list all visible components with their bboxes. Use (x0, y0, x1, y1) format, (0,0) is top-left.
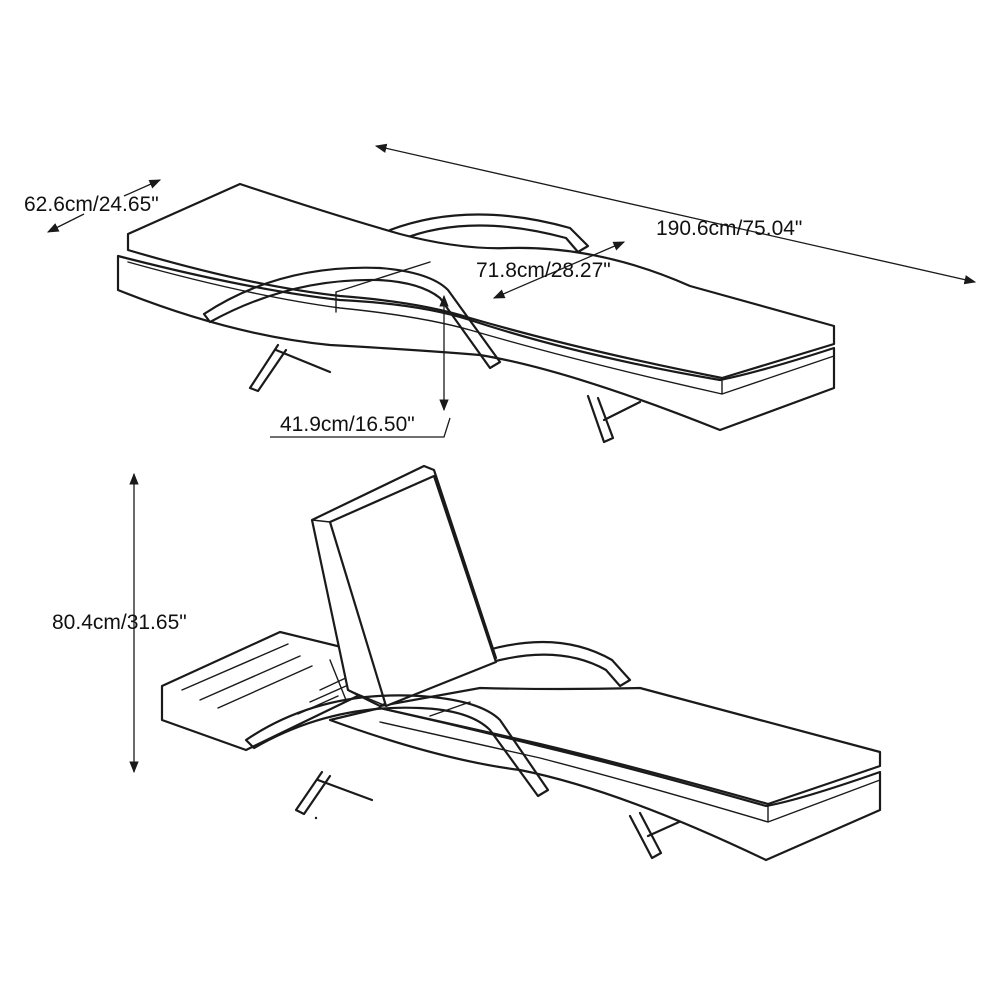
reclined-lounger (160, 464, 882, 862)
length-dimension-label: 190.6cm/75.04" (656, 217, 803, 240)
flat-lounger-near-armrest (202, 266, 502, 370)
flat-lounger-rear-leg (248, 343, 332, 393)
flat-lounger-frame (116, 254, 836, 432)
width-dimension-line (46, 213, 85, 233)
stray-dot (314, 816, 318, 820)
width-dimension-label: 62.6cm/24.65" (24, 193, 159, 216)
reclined-lounger-seat-cushion (378, 686, 882, 806)
width-dimension-line-upper (123, 179, 162, 197)
reclined-lounger-frame (328, 706, 882, 862)
reclined-lounger-back-cushion-front (328, 474, 498, 708)
flat-lounger-front-leg (586, 394, 642, 444)
armrest-gap-dimension-line (492, 241, 626, 299)
reclined-lounger-rear-leg (294, 770, 374, 816)
armrest-gap-dimension-label: 71.8cm/28.27" (476, 259, 611, 282)
reclined-lounger-near-armrest (244, 694, 550, 798)
reclined-lounger-seat-piping (379, 701, 881, 823)
length-dimension-line (374, 143, 977, 285)
reclined-lounger-back-slats (181, 643, 351, 715)
back-height-dimension-label: 80.4cm/31.65" (52, 611, 187, 634)
armrest-height-baseline (270, 417, 451, 438)
reclined-lounger-far-armrest (486, 640, 632, 688)
armrest-height-dimension-label: 41.9cm/16.50" (280, 413, 415, 436)
flat-lounger-cushion-piping (127, 233, 835, 395)
